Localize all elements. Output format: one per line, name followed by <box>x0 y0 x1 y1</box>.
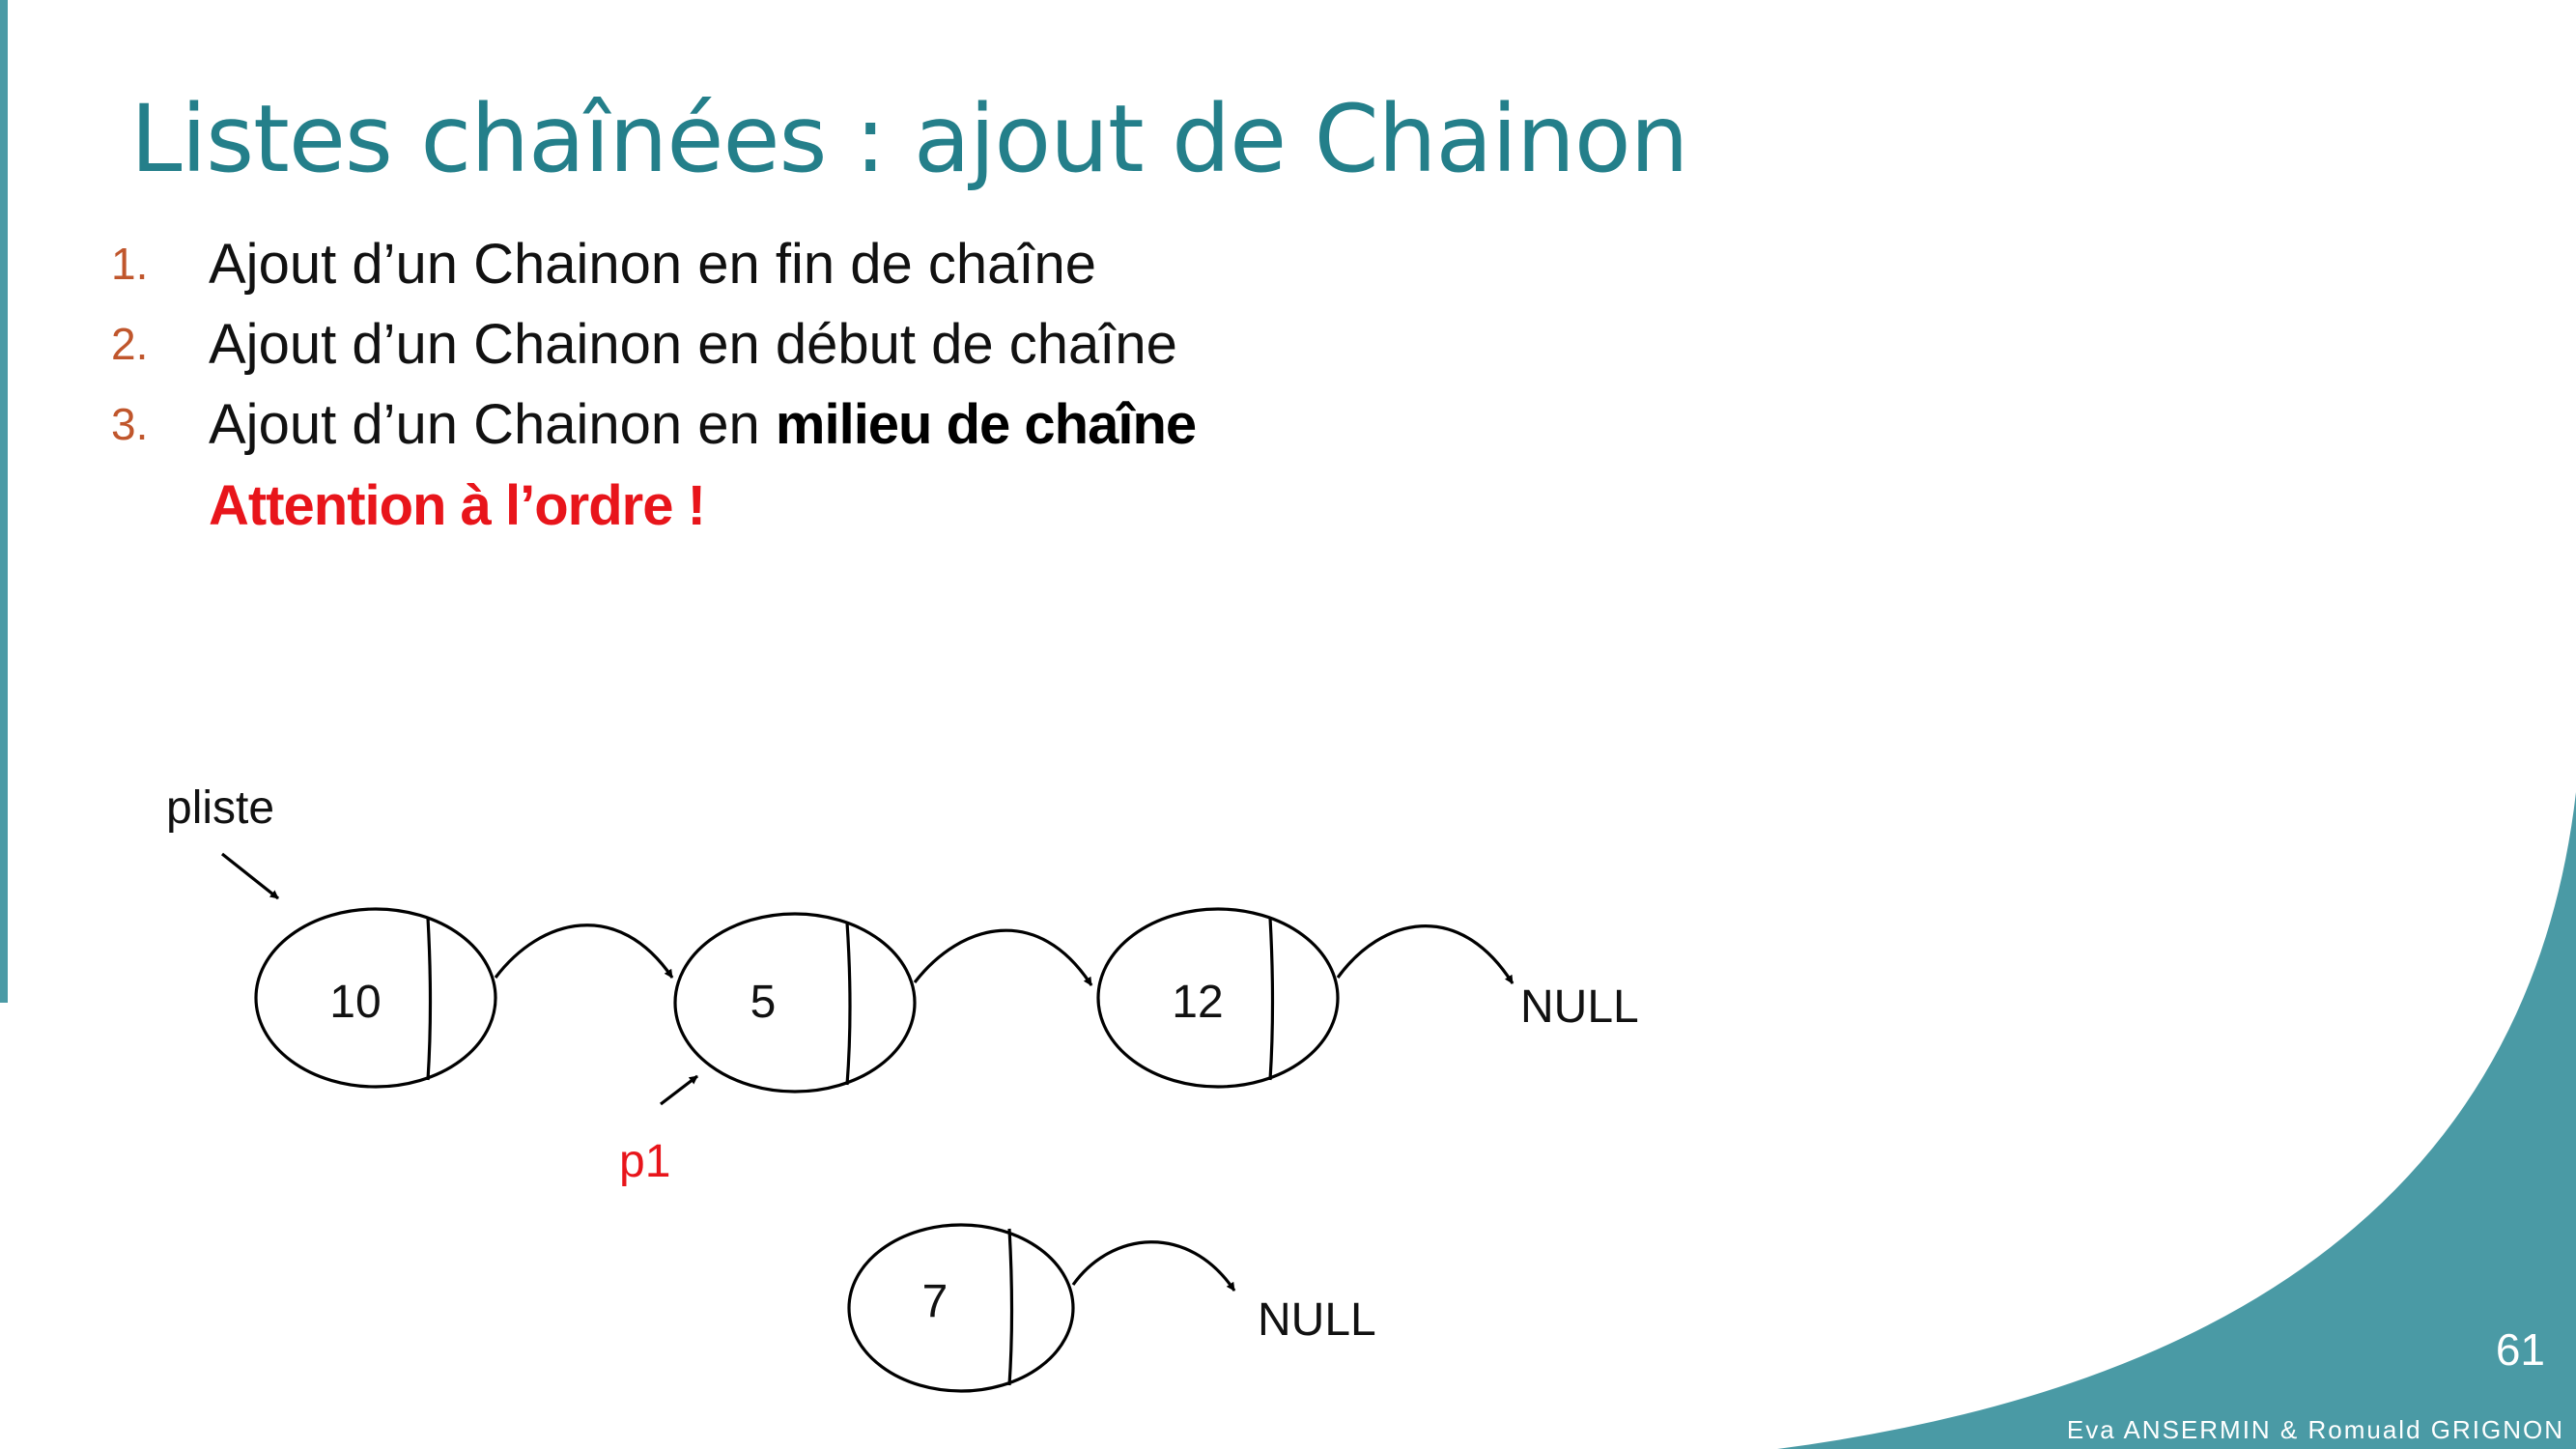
pointer-pliste-label: pliste <box>166 782 274 834</box>
link-arrow <box>494 923 674 979</box>
pliste-arrow <box>221 852 279 900</box>
list-text: Ajout d’un Chainon en fin de chaîne <box>209 233 1097 296</box>
footer-credit: Eva ANSERMIN & Romuald GRIGNON <box>2066 1415 2564 1444</box>
null-label: NULL <box>1258 1294 1376 1346</box>
link-arrow <box>1071 1240 1236 1292</box>
page-number: 61 <box>2495 1324 2545 1375</box>
link-arrow <box>1336 924 1514 984</box>
null-label: NULL <box>1520 981 1639 1033</box>
list-text: Ajout d’un Chainon en début de chaîne <box>209 313 1177 376</box>
link-arrow <box>913 928 1093 986</box>
list-number: 3. <box>111 399 149 449</box>
node-value: 12 <box>1172 977 1223 1028</box>
node-10-divider <box>426 917 433 1081</box>
emphasis-text: milieu de chaîne <box>775 393 1197 456</box>
node-5-divider <box>845 922 852 1086</box>
pointer-p1-label: p1 <box>619 1136 670 1187</box>
node-5-ellipse <box>673 912 917 1094</box>
attention-warning: Attention à l’ordre ! <box>209 474 706 537</box>
slide-title: Listes chaînées : ajout de Chainon <box>130 85 1688 193</box>
node-12-ellipse <box>1096 907 1340 1089</box>
node-7-ellipse <box>847 1223 1075 1393</box>
left-accent-bar <box>0 0 8 1003</box>
list-number: 2. <box>111 319 149 369</box>
node-value: 10 <box>329 977 381 1028</box>
list-number: 1. <box>111 239 149 289</box>
node-value: 5 <box>750 977 777 1028</box>
node-value: 7 <box>922 1276 948 1327</box>
p1-arrow <box>660 1074 698 1106</box>
node-12-divider <box>1268 917 1275 1081</box>
node-10-ellipse <box>254 907 497 1089</box>
node-7-divider <box>1007 1228 1014 1386</box>
list-text: Ajout d’un Chainon en milieu de chaîne <box>209 393 1197 456</box>
